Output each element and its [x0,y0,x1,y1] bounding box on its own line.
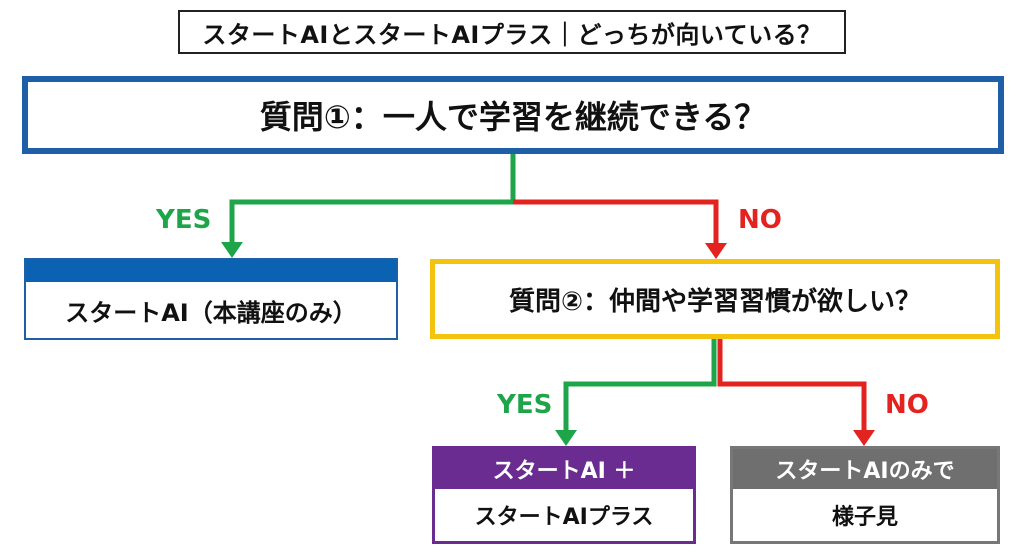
result-start-ai-box: スタートAI（本講座のみ） [24,258,398,340]
question-2-box: 質問②：仲間や学習習慣が欲しい？ [430,259,1000,339]
result-wait-text: 様子見 [831,505,898,530]
q2-no-label: NO [885,390,929,420]
result-start-ai-bar [26,260,396,282]
result-wait-header: スタートAIのみで [733,449,997,489]
result-wait-box: スタートAIのみで 様子見 [730,446,1000,544]
result-plus-header: スタートAI ＋ [435,449,693,489]
result-start-ai-text: スタートAI（本講座のみ） [65,298,357,327]
result-plus-text: スタートAIプラス [474,505,654,530]
q2-yes-arrowhead [555,430,577,446]
diagram-title: スタートAIとスタートAIプラス｜どっちが向いている？ [178,10,846,54]
q1-yes-label: YES [156,205,212,235]
q2-no-connector [717,339,867,432]
q1-yes-connector [229,154,516,244]
question-1-box: 質問①：一人で学習を継続できる？ [22,76,1004,154]
q1-no-arrowhead [705,243,727,259]
q2-no-arrowhead [853,430,875,446]
q2-yes-connector [563,339,717,432]
result-plus-box: スタートAI ＋ スタートAIプラス [432,446,696,544]
q1-no-label: NO [738,205,782,235]
q1-yes-arrowhead [221,242,243,258]
q2-yes-label: YES [497,390,553,420]
q1-no-connector [513,199,719,245]
